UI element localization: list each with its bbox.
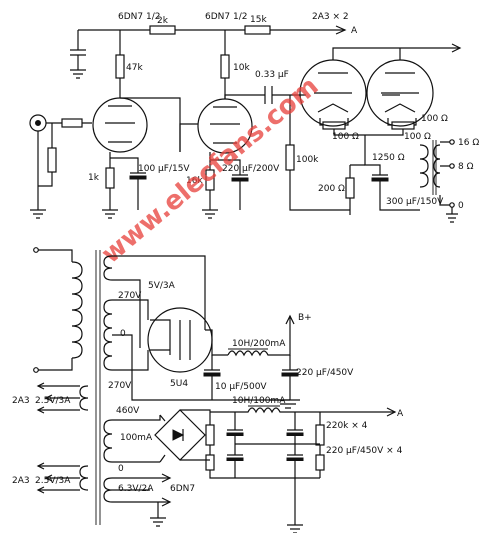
bias-resistor-label: 1250 Ω xyxy=(372,153,405,163)
cathode-resistor-16k xyxy=(205,169,215,191)
tap-0-label: 0 xyxy=(458,201,464,211)
plate-resistor-47k xyxy=(115,54,125,79)
bias-resistor-200 xyxy=(345,177,355,199)
node-a-label: A xyxy=(351,26,358,36)
resistor-2k-label: 2k xyxy=(157,16,169,26)
bplus-label: B+ xyxy=(298,313,312,323)
hum-pot-left-label: 100 Ω xyxy=(332,132,359,142)
filter-cap1-label: 10 μF/500V xyxy=(215,382,267,392)
cathode-resistor-16k-label: 16k xyxy=(186,176,203,186)
winding2-current-label: 100mA xyxy=(120,433,153,443)
amplifier-section: 6DN7 1/2 2k 6DN7 1/2 15k 2A3 × 2 A 47k 1… xyxy=(29,12,479,223)
choke2-label: 10H/100mA xyxy=(232,396,286,406)
coupling-cap-label: 0.33 μF xyxy=(255,70,289,80)
bias-resistor2-label: 200 Ω xyxy=(318,184,345,194)
hum-pot-top-label: 100 Ω xyxy=(421,114,448,124)
power-supply-section: 5V/3A 270V 0 270V 5U4 10H/200mA B+ 10 μF… xyxy=(12,247,404,533)
rectifier-winding-label: 5V/3A xyxy=(148,281,176,291)
grid-stopper-resistor xyxy=(61,118,83,128)
plate-resistor-47k-label: 47k xyxy=(126,63,143,73)
hv-top-label: 270V xyxy=(118,291,142,301)
output-tubes-label: 2A3 × 2 xyxy=(312,12,349,22)
heater3-spec-label: 6.3V/2A xyxy=(118,484,154,494)
cathode-resistor-1k xyxy=(105,167,115,189)
winding2-zero-label: 0 xyxy=(118,464,124,474)
stage2-tube-label: 6DN7 1/2 xyxy=(205,12,247,22)
stage1-tube-label: 6DN7 1/2 xyxy=(118,12,160,22)
heater2-tube-label: 2A3 xyxy=(12,476,30,486)
rail-arrow-a xyxy=(335,25,347,35)
bias-cap-label: 300 μF/150V xyxy=(386,197,444,207)
grid-resistor-100k xyxy=(285,144,295,171)
heater3-tube-label: 6DN7 xyxy=(170,484,195,494)
cathode-resistor-1k-label: 1k xyxy=(88,173,100,183)
tap-8-label: 8 Ω xyxy=(458,162,474,172)
tap-16-label: 16 Ω xyxy=(458,138,479,148)
grid-leak-resistor xyxy=(47,147,57,173)
hv-center-label: 0 xyxy=(120,329,126,339)
node-a-psu-label: A xyxy=(397,409,404,419)
rectifier-tube-label: 5U4 xyxy=(170,379,188,389)
bleeder-resistor-3 xyxy=(315,424,325,446)
bleeder-label: 220k × 4 xyxy=(326,421,368,431)
grid-resistor-100k-label: 100k xyxy=(296,155,319,165)
choke1-label: 10H/200mA xyxy=(232,339,286,349)
hv-bottom-label: 270V xyxy=(108,381,132,391)
plate-resistor-10k xyxy=(220,54,230,79)
heater1-tube-label: 2A3 xyxy=(12,396,30,406)
resistor-15k-label: 15k xyxy=(250,15,267,25)
cathode-cap1-label: 100 μF/15V xyxy=(138,164,190,174)
bleeder-resistor-1 xyxy=(205,424,215,446)
bleeder-resistor-2 xyxy=(205,454,215,471)
winding2-voltage-label: 460V xyxy=(116,406,140,416)
heater2-spec-label: 2.5V/3A xyxy=(35,476,71,486)
hum-pot-right-label: 100 Ω xyxy=(404,132,431,142)
plate-resistor-10k-label: 10k xyxy=(233,63,250,73)
filter-cap2-label: 220 μF/450V xyxy=(296,368,354,378)
resistor-2k xyxy=(149,25,176,35)
cathode-cap2-label: 220 μF/200V xyxy=(222,164,280,174)
filter-caps-label: 220 μF/450V × 4 xyxy=(326,446,403,456)
bleeder-resistor-4 xyxy=(315,454,325,471)
resistor-15k xyxy=(244,25,271,35)
heater1-spec-label: 2.5V/3A xyxy=(35,396,71,406)
